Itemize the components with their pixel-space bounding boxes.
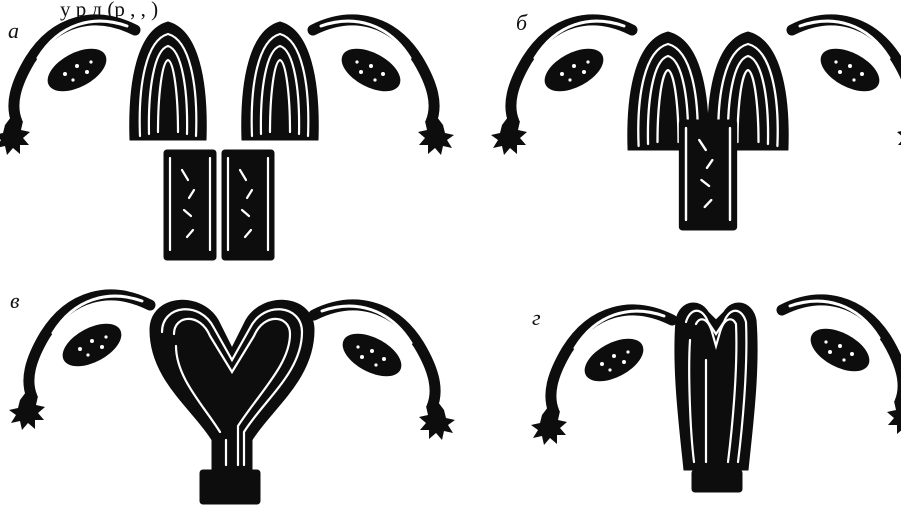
panel-v-uterus-body bbox=[150, 300, 314, 470]
panel-a-uterus-right-horn bbox=[242, 22, 318, 140]
panel-b-cervix bbox=[679, 120, 736, 230]
panel-v-cervix bbox=[200, 470, 260, 504]
panel-v: в bbox=[9, 288, 455, 504]
panel-g-cervix bbox=[692, 470, 742, 492]
panel-a-cervix-left bbox=[164, 150, 216, 260]
panel-label-v: в bbox=[10, 288, 20, 313]
panel-g-adnexa-right bbox=[782, 300, 901, 435]
panel-label-b: б bbox=[516, 10, 528, 35]
panel-a-adnexa-right bbox=[313, 20, 454, 155]
panel-v-adnexa-right bbox=[314, 305, 455, 440]
panel-label-a: а bbox=[8, 18, 19, 43]
panel-a-uterus-left-horn bbox=[130, 22, 206, 140]
panel-a-cervix-right bbox=[222, 150, 274, 260]
panel-g: г bbox=[531, 300, 901, 492]
panel-label-g: г bbox=[532, 305, 541, 330]
panel-v-adnexa-left bbox=[9, 295, 150, 430]
panel-b-adnexa-left bbox=[491, 20, 632, 155]
panel-a-adnexa-left bbox=[0, 20, 135, 155]
panel-b: б bbox=[491, 10, 901, 230]
panel-a: а bbox=[0, 18, 454, 260]
panel-b-adnexa-right bbox=[792, 20, 901, 155]
panel-g-adnexa-left bbox=[531, 310, 672, 445]
